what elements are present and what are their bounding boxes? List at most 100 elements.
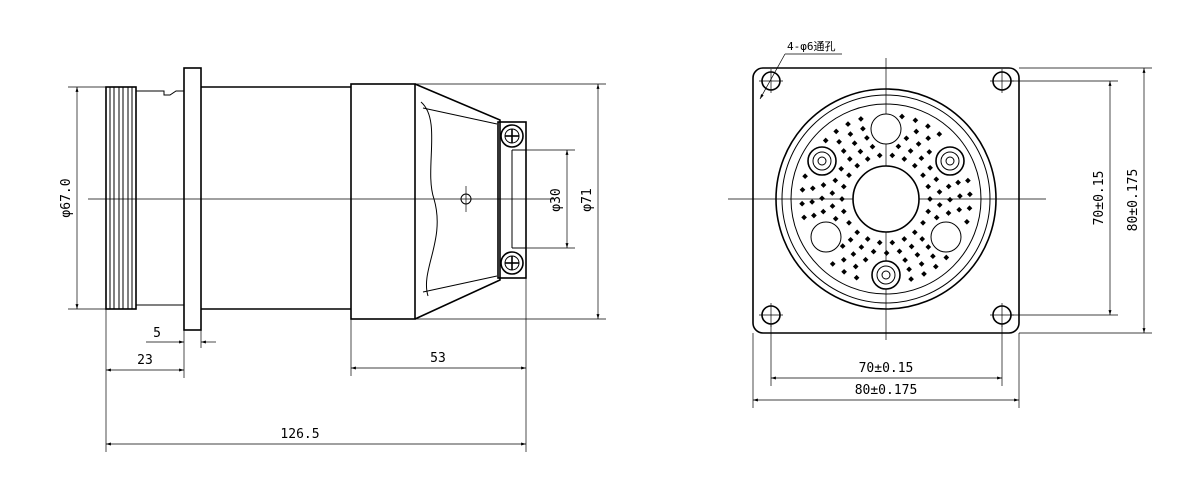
contact-pin	[853, 274, 860, 281]
square-flange	[752, 67, 1020, 334]
dim-total-length-label: 126.5	[280, 427, 319, 442]
contact-pin	[915, 141, 922, 147]
guide-hole-top	[870, 113, 902, 145]
guide-hole-right	[930, 221, 962, 253]
contact-pin	[864, 156, 871, 162]
rear-cone	[414, 83, 501, 320]
contact-pin	[820, 182, 827, 188]
contact-pin	[799, 200, 805, 207]
dim-rear-length: 53	[350, 278, 527, 452]
contact-pin	[811, 212, 817, 219]
contact-pin	[902, 257, 908, 263]
contact-pin	[913, 128, 920, 135]
dim-hole-spacing-h: 70±0.15	[770, 324, 1003, 386]
contact-pin	[945, 183, 952, 190]
screw-head-right	[935, 146, 965, 176]
central-bore	[852, 165, 920, 233]
contact-pin	[809, 199, 815, 205]
contact-pin-pattern	[799, 113, 973, 282]
contact-pin	[852, 263, 859, 270]
contact-pin	[802, 173, 808, 180]
contact-pin	[869, 143, 876, 150]
contact-pin	[840, 208, 847, 215]
contact-pin	[966, 205, 973, 212]
contact-pin	[822, 137, 829, 144]
contact-pin	[936, 202, 943, 208]
screw-head-bottom	[500, 251, 524, 275]
screw-head-left	[807, 146, 837, 176]
contact-pin	[833, 128, 840, 135]
contact-pin	[927, 164, 933, 171]
contact-pin	[955, 179, 961, 186]
contact-pin	[903, 135, 910, 142]
contact-pin	[850, 251, 857, 257]
contact-pin	[933, 176, 940, 183]
contact-pin	[927, 196, 933, 202]
contact-pin	[864, 135, 870, 141]
screw-head-bottom-front	[871, 260, 901, 290]
contact-pin	[901, 236, 908, 242]
contact-pin	[920, 172, 926, 179]
contact-pin	[870, 248, 877, 255]
contact-pin	[846, 172, 852, 179]
contact-pin	[925, 183, 932, 190]
dim-hole-spacing-v-label: 70±0.15	[1092, 171, 1107, 226]
contact-pin	[847, 236, 854, 243]
contact-pin	[876, 152, 883, 159]
contact-pin	[908, 243, 915, 250]
contact-pin	[889, 239, 896, 246]
dim-total-length: 126.5	[106, 427, 526, 446]
contact-pin	[860, 125, 866, 132]
dim-body-diameter-label: φ67.0	[59, 178, 74, 217]
dim-flange-size-h: 80±0.175	[752, 333, 1020, 408]
contact-pin	[914, 251, 921, 258]
contact-pin	[840, 183, 847, 190]
dim-front-length: 23	[105, 309, 185, 452]
contact-pin	[819, 195, 825, 202]
contact-pin	[854, 162, 861, 169]
contact-pin	[936, 131, 943, 137]
contact-pin	[908, 276, 914, 282]
contact-pin	[846, 219, 852, 226]
contact-pin	[907, 148, 914, 154]
contact-pin	[876, 239, 883, 246]
dim-flange-size-v: 80±0.175	[1019, 67, 1152, 334]
dim-rear-outer-diameter-label: φ71	[580, 188, 595, 211]
contact-pin	[967, 191, 973, 198]
dim-flange-width: 5	[146, 326, 216, 348]
guide-hole-left	[810, 221, 842, 253]
contact-pin	[883, 250, 890, 256]
contact-pin	[832, 215, 839, 222]
contact-pin	[911, 162, 918, 169]
contact-pin	[829, 190, 836, 196]
contact-pin	[839, 243, 846, 249]
mounting-hole-tr	[990, 69, 1014, 93]
contact-pin	[846, 156, 853, 162]
contact-pin	[925, 135, 932, 142]
dim-rear-inner-diameter: φ30	[526, 149, 575, 249]
contact-pin	[947, 196, 953, 203]
contact-pin	[920, 219, 926, 226]
dim-front-length-label: 23	[137, 353, 153, 368]
front-view: 4-φ6通孔 70±0.15 80±0.175 70±0.15	[728, 40, 1152, 408]
contact-pin	[936, 189, 943, 195]
contact-pin	[829, 261, 836, 267]
contact-pin	[854, 229, 861, 236]
contact-pin	[912, 117, 919, 124]
contact-pin	[918, 261, 925, 267]
side-view: φ67.0 5 23 53 126.5	[59, 67, 606, 452]
contact-pin	[945, 210, 952, 216]
contact-pin	[838, 165, 845, 172]
contact-pin	[896, 248, 903, 255]
contact-pin	[862, 256, 869, 263]
contact-pin	[932, 263, 939, 270]
insert-face	[790, 103, 982, 295]
contact-pin	[840, 256, 847, 263]
contact-pin	[901, 156, 908, 162]
contact-pin	[845, 121, 851, 127]
contact-pin	[820, 208, 827, 215]
contact-pin	[921, 271, 927, 277]
contact-pin	[809, 185, 816, 192]
contact-pin	[926, 149, 933, 155]
contact-pin	[864, 236, 871, 242]
